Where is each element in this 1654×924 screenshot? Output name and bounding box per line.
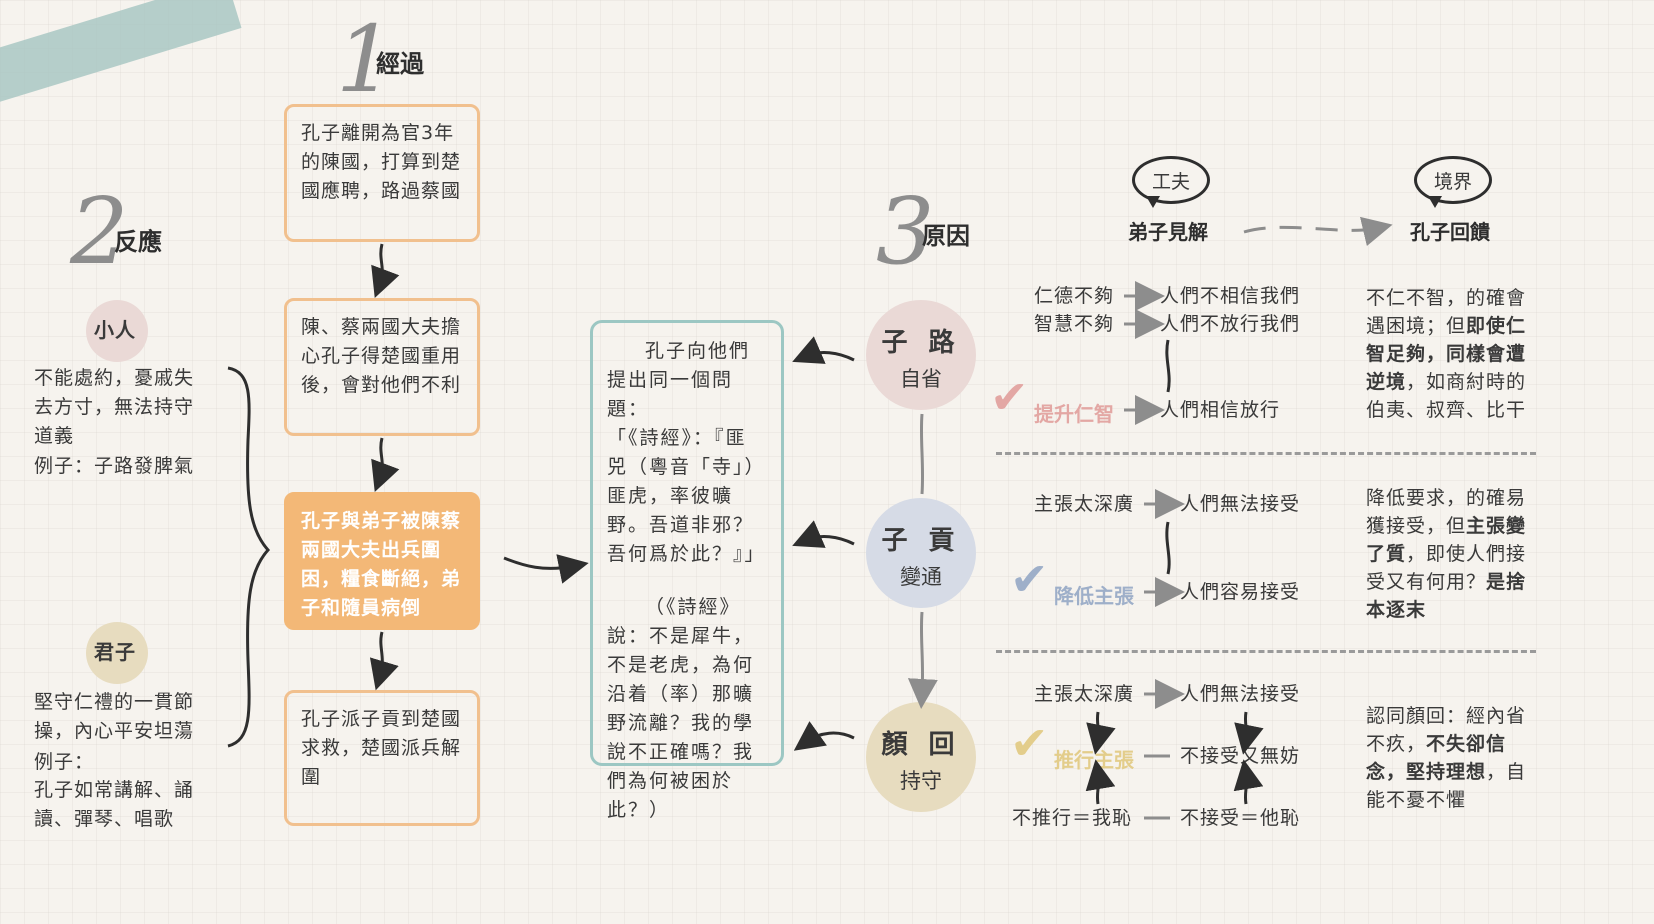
yanhui-feedback-c: ，自能不憂不懼 (1366, 761, 1527, 811)
zilu-feedback-c: ，如商紂時的伯夷、叔齊、比干 (1366, 371, 1527, 421)
disciple-zilu-circle: 子 路 自省 (866, 300, 976, 410)
zigong-effect: 人們無法接受 (1180, 493, 1301, 515)
zilu-check-icon: ✔ (990, 370, 1029, 424)
bubble-jingjie-tail (1428, 196, 1442, 208)
xiaoren-example: 例子：子路發脾氣 (34, 455, 195, 477)
zigong-feedback-a: 降低要求，的確易獲接受，但 (1366, 487, 1527, 537)
zigong-feedback-c: ，即使人們接受又有何用？ (1366, 543, 1527, 593)
brace (227, 366, 271, 748)
zilu-feedback: 不仁不智，的確會遇困境；但即使仁智足夠，同樣會遭逆境，如商紂時的伯夷、叔齊、比干 (1366, 284, 1538, 424)
yanhui-check-icon: ✔ (1010, 716, 1049, 770)
zigong-result: 人們容易接受 (1180, 581, 1301, 603)
zigong-cause: 主張太深廣 (1034, 493, 1135, 515)
disciple-zigong-name: 子 貢 (881, 526, 961, 556)
xiaoren-label: 小人 (94, 318, 136, 342)
zilu-effect-1: 人們不相信我們 (1160, 285, 1301, 307)
yanhui-shame-self: 不推行＝我恥 (1012, 807, 1133, 829)
zilu-keyword: 提升仁智 (1034, 402, 1114, 426)
disciple-yanhui-trait: 持守 (900, 769, 942, 793)
zilu-effect-2: 人們不放行我們 (1160, 313, 1301, 335)
flow-box-1: 孔子離開為官3年的陳國，打算到楚國應聘，路過蔡國 (284, 104, 480, 242)
xiaoren-desc: 不能處約，憂戚失去方寸，無法持守道義 (34, 367, 195, 447)
section-number-2: 2 (70, 178, 129, 285)
flow-box-2: 陳、蔡兩國大夫擔心孔子得楚國重用後，會對他們不利 (284, 298, 480, 436)
zigong-feedback-b: 主張變了質 (1366, 515, 1527, 565)
quote-box: 孔子向他們提出同一個問題： 「《詩經》：『匪兕（粵音「寺」）匪虎，率彼曠野。吾道… (590, 320, 784, 821)
zilu-feedback-a: 不仁不智，的確會遇困境；但 (1366, 287, 1527, 337)
divider-2 (996, 650, 1536, 653)
quote-translation: （《詩經》說：不是犀牛，不是老虎，為何沿着（率）那曠野流離？我的學說不正確嗎？我… (607, 596, 755, 821)
zilu-cause-2: 智慧不夠 (1034, 313, 1115, 335)
quote-question: 孔子向他們提出同一個問題： (607, 340, 751, 420)
disciple-zigong-circle: 子 貢 變通 (866, 498, 976, 608)
col-head-confucius: 孔子回饋 (1410, 220, 1490, 244)
zigong-feedback: 降低要求，的確易獲接受，但主張變了質，即使人們接受又有何用？是捨本逐末 (1366, 484, 1538, 624)
col-head-disciples: 弟子見解 (1128, 220, 1208, 244)
section-number-3: 3 (876, 178, 935, 285)
yanhui-shame-other: 不接受＝他恥 (1180, 807, 1301, 829)
yanhui-cause: 主張太深廣 (1034, 683, 1135, 705)
xiaoren-circle (86, 300, 148, 362)
junzi-label: 君子 (94, 640, 136, 664)
zilu-feedback-b: 即使仁智足夠，同樣會遭逆境 (1366, 315, 1527, 393)
bubble-jingjie: 境界 (1414, 156, 1492, 204)
junzi-circle (86, 622, 148, 684)
flow-box-4: 孔子派子貢到楚國求救，楚國派兵解圍 (284, 690, 480, 826)
bubble-gongfu: 工夫 (1132, 156, 1210, 204)
disciple-zilu-trait: 自省 (900, 367, 942, 391)
yanhui-feedback-b: 不失卻信念，堅持理想 (1366, 733, 1507, 783)
section-title-reason: 原因 (922, 221, 970, 250)
section-title-process: 經過 (376, 49, 424, 78)
divider-1 (996, 452, 1536, 455)
disciple-zigong-trait: 變通 (900, 565, 942, 589)
zigong-keyword: 降低主張 (1054, 584, 1134, 608)
junzi-example-label: 例子： (34, 751, 95, 773)
yanhui-feedback: 認同顏回：經內省不疚，不失卻信念，堅持理想，自能不憂不懼 (1366, 702, 1538, 814)
zilu-cause-1: 仁德不夠 (1034, 285, 1115, 307)
quote-poem: 「《詩經》：『匪兕（粵音「寺」）匪虎，率彼曠野。吾道非邪？吾何爲於此？』」 (607, 427, 766, 565)
junzi-example: 孔子如常講解、誦讀、彈琴、唱歌 (34, 779, 195, 830)
flow-box-3-highlight: 孔子與弟子被陳蔡兩國大夫出兵圍困，糧食斷絕，弟子和隨員病倒 (284, 492, 480, 630)
junzi-desc: 堅守仁禮的一貫節操，內心平安坦蕩 (34, 691, 195, 742)
section-title-reaction: 反應 (114, 227, 162, 256)
decorative-tape (0, 0, 242, 110)
yanhui-keyword: 推行主張 (1054, 748, 1134, 772)
disciple-yanhui-name: 顏 回 (881, 730, 961, 760)
bubble-gongfu-tail (1146, 196, 1160, 208)
disciple-yanhui-circle: 顏 回 持守 (866, 702, 976, 812)
zigong-check-icon: ✔ (1010, 552, 1049, 606)
yanhui-result: 不接受又無妨 (1180, 745, 1301, 767)
yanhui-effect: 人們無法接受 (1180, 683, 1301, 705)
zigong-feedback-d: 是捨本逐末 (1366, 571, 1527, 621)
disciple-zilu-name: 子 路 (881, 328, 961, 358)
section-number-1: 1 (336, 6, 395, 113)
yanhui-feedback-a: 認同顏回：經內省不疚， (1366, 705, 1527, 755)
zilu-result: 人們相信放行 (1160, 399, 1281, 421)
